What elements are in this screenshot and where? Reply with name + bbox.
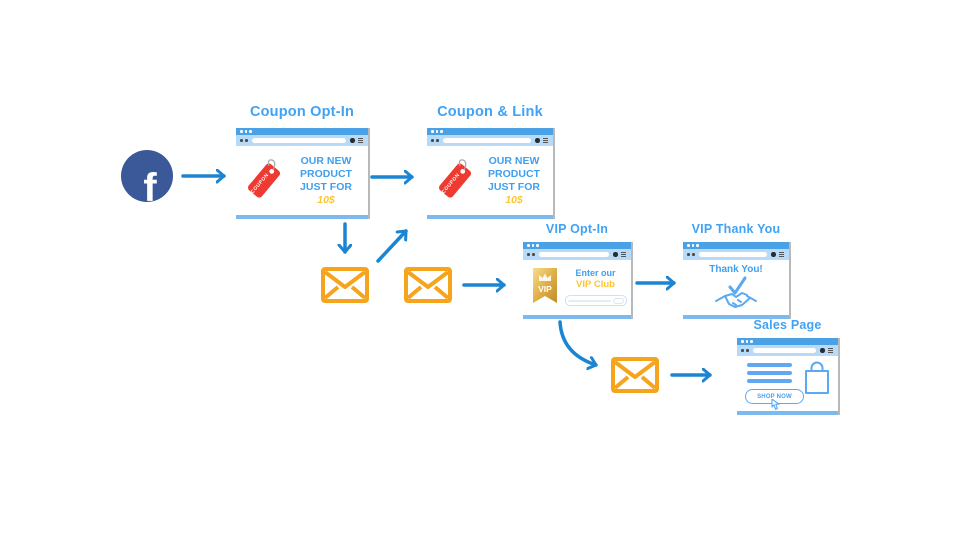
window-bottom-bar xyxy=(523,315,631,319)
vip-text-line: Enter our xyxy=(575,268,616,278)
text-placeholder-lines xyxy=(747,363,792,383)
window-titlebar xyxy=(236,128,368,135)
browser-window-vip-optin: VIP Enter our VIP Club xyxy=(523,242,631,319)
back-icon xyxy=(741,349,744,352)
url-bar xyxy=(699,252,767,257)
text-line xyxy=(747,371,792,375)
window-titlebar xyxy=(427,128,553,135)
menu-icon xyxy=(358,140,363,141)
account-icon xyxy=(350,138,355,143)
window-dot xyxy=(244,130,247,133)
window-toolbar xyxy=(737,345,838,356)
vip-badge-icon: VIP xyxy=(533,268,557,303)
email-envelope-icon xyxy=(404,267,452,303)
menu-icon xyxy=(779,254,784,255)
email-envelope-icon xyxy=(321,267,369,303)
forward-icon xyxy=(245,139,248,142)
coupon-line: PRODUCT xyxy=(488,167,540,180)
browser-window-coupon-link: COUPON OUR NEW PRODUCT JUST FOR 10$ xyxy=(427,128,553,219)
window-toolbar xyxy=(683,249,789,260)
window-bottom-bar xyxy=(427,215,553,219)
forward-icon xyxy=(436,139,439,142)
window-dot xyxy=(435,130,438,133)
window-toolbar xyxy=(427,135,553,146)
email-input xyxy=(564,295,627,306)
coupon-tag-icon: COUPON xyxy=(248,158,281,198)
coupon-line: JUST FOR xyxy=(488,180,540,193)
window-dot xyxy=(440,130,443,133)
shopping-bag-icon xyxy=(805,361,829,394)
url-bar xyxy=(252,138,346,143)
account-icon xyxy=(535,138,540,143)
window-dot xyxy=(240,130,243,133)
url-bar xyxy=(539,252,609,257)
window-dot xyxy=(536,244,539,247)
account-icon xyxy=(771,252,776,257)
window-bottom-bar xyxy=(236,215,368,219)
submit-button xyxy=(612,297,624,304)
browser-window-vip-thank-you: Thank You! xyxy=(683,242,789,319)
hand-cursor-icon xyxy=(771,399,780,410)
facebook-glyph: f xyxy=(143,166,157,202)
url-bar xyxy=(753,348,816,353)
coupon-line: OUR NEW xyxy=(488,154,540,167)
window-dot xyxy=(696,244,699,247)
window-dot xyxy=(431,130,434,133)
coupon-price: 10$ xyxy=(317,193,335,206)
vip-thank-you-title: VIP Thank You xyxy=(691,222,781,236)
text-line xyxy=(747,379,792,383)
back-icon xyxy=(527,253,530,256)
window-dot xyxy=(750,340,753,343)
coupon-line: JUST FOR xyxy=(300,180,352,193)
window-dot xyxy=(691,244,694,247)
window-dot xyxy=(531,244,534,247)
vip-optin-title: VIP Opt-In xyxy=(545,222,609,236)
window-titlebar xyxy=(523,242,631,249)
window-titlebar xyxy=(737,338,838,345)
browser-window-coupon-optin: COUPON OUR NEW PRODUCT JUST FOR 10$ xyxy=(236,128,368,219)
coupon-price: 10$ xyxy=(505,193,523,206)
facebook-icon: f xyxy=(121,150,173,202)
coupon-optin-title: Coupon Opt-In xyxy=(249,104,355,120)
email-envelope-icon xyxy=(611,357,659,393)
window-dot xyxy=(745,340,748,343)
handshake-check-icon xyxy=(715,276,757,308)
window-toolbar xyxy=(236,135,368,146)
vip-badge-label: VIP xyxy=(538,284,552,294)
forward-icon xyxy=(532,253,535,256)
window-dot xyxy=(249,130,252,133)
back-icon xyxy=(687,253,690,256)
coupon-tag-icon: COUPON xyxy=(439,158,472,198)
text-line xyxy=(747,363,792,367)
window-bottom-bar xyxy=(737,411,838,415)
sales-page-title: Sales Page xyxy=(753,318,822,332)
back-icon xyxy=(240,139,243,142)
url-bar xyxy=(443,138,531,143)
window-dot xyxy=(741,340,744,343)
window-dot xyxy=(687,244,690,247)
window-toolbar xyxy=(523,249,631,260)
menu-icon xyxy=(543,140,548,141)
input-placeholder xyxy=(567,299,611,302)
coupon-link-title: Coupon & Link xyxy=(437,104,543,120)
account-icon xyxy=(820,348,825,353)
coupon-line: OUR NEW xyxy=(300,154,352,167)
menu-icon xyxy=(621,254,626,255)
window-dot xyxy=(527,244,530,247)
account-icon xyxy=(613,252,618,257)
forward-icon xyxy=(692,253,695,256)
coupon-line: PRODUCT xyxy=(300,167,352,180)
menu-icon xyxy=(828,350,833,351)
browser-window-sales-page: SHOP NOW xyxy=(737,338,838,415)
back-icon xyxy=(431,139,434,142)
thank-you-message: Thank You! xyxy=(709,264,763,275)
vip-text-line: VIP Club xyxy=(576,279,615,290)
forward-icon xyxy=(746,349,749,352)
window-titlebar xyxy=(683,242,789,249)
window-bottom-bar xyxy=(683,315,789,319)
